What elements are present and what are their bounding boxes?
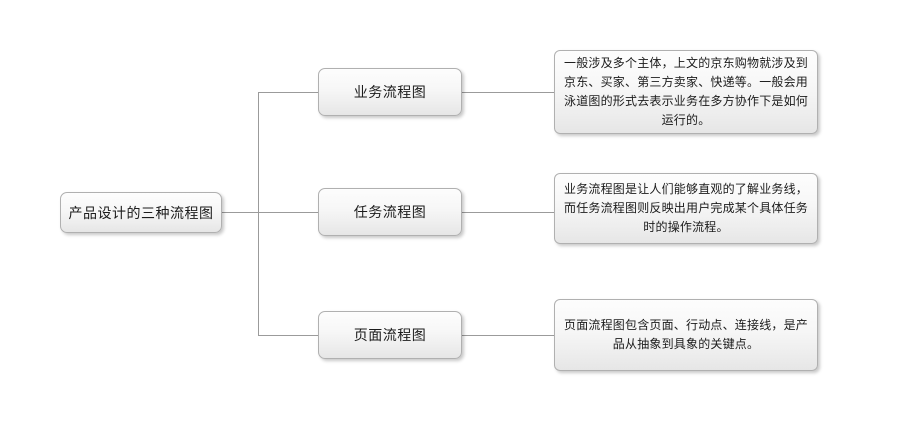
description-node-3-text: 页面流程图包含页面、行动点、连接线，是产品从抽象到具象的关键点。 <box>564 318 809 351</box>
description-node-2[interactable]: 业务流程图是让人们能够直观的了解业务线，而任务流程图则反映出用户完成某个具体任务… <box>554 173 818 244</box>
category-node-3-label: 页面流程图 <box>353 328 427 344</box>
connector-trunk-to-category-3 <box>258 335 319 336</box>
root-node-label: 产品设计的三种流程图 <box>68 205 214 222</box>
connector-trunk-vertical <box>258 92 259 335</box>
description-node-1-text: 一般涉及多个主体，上文的京东购物就涉及到京东、买家、第三方卖家、快递等。一般会用… <box>564 56 809 127</box>
connector-category-1-to-description-1 <box>462 92 555 93</box>
connector-trunk-to-category-2 <box>258 212 319 213</box>
description-node-3[interactable]: 页面流程图包含页面、行动点、连接线，是产品从抽象到具象的关键点。 <box>554 299 818 371</box>
category-node-1-label: 业务流程图 <box>353 85 427 101</box>
connector-category-2-to-description-2 <box>462 212 555 213</box>
connector-category-3-to-description-3 <box>462 335 555 336</box>
description-node-1[interactable]: 一般涉及多个主体，上文的京东购物就涉及到京东、买家、第三方卖家、快递等。一般会用… <box>554 50 818 134</box>
category-node-3[interactable]: 页面流程图 <box>318 311 462 359</box>
connector-root-to-trunk <box>222 212 259 213</box>
connector-trunk-to-category-1 <box>258 92 319 93</box>
category-node-2[interactable]: 任务流程图 <box>318 188 462 236</box>
root-node[interactable]: 产品设计的三种流程图 <box>60 192 222 233</box>
category-node-1[interactable]: 业务流程图 <box>318 68 462 116</box>
category-node-2-label: 任务流程图 <box>353 205 427 221</box>
description-node-2-text: 业务流程图是让人们能够直观的了解业务线，而任务流程图则反映出用户完成某个具体任务… <box>564 182 809 234</box>
